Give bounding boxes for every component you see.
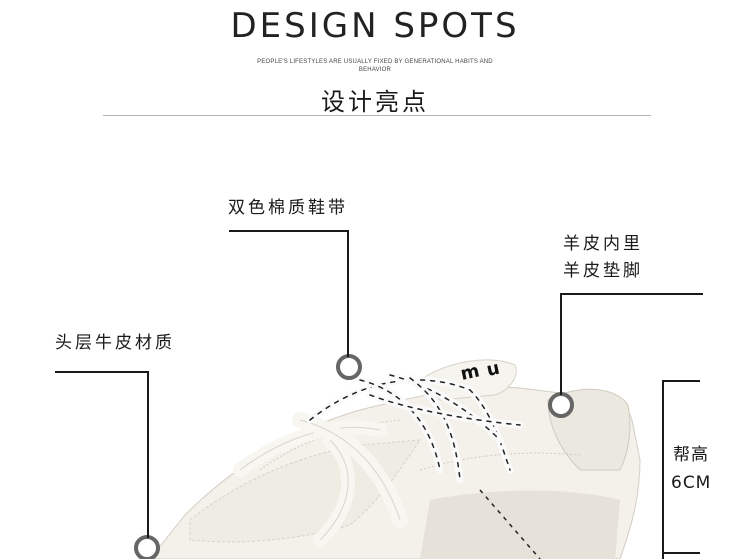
header-divider bbox=[103, 115, 651, 116]
leather-marker bbox=[134, 535, 160, 559]
leather-callout: 头层牛皮材质 bbox=[55, 333, 175, 353]
lining-marker bbox=[548, 392, 574, 418]
height-bracket-v bbox=[662, 380, 664, 559]
height-bracket-top bbox=[662, 380, 700, 382]
lining-callout-2: 羊皮垫脚 bbox=[563, 261, 643, 281]
svg-text:u: u bbox=[485, 358, 502, 381]
laces-callout: 双色棉质鞋带 bbox=[228, 198, 348, 218]
header-subtitle-line-1: PEOPLE'S LIFESTYLES ARE USUALLY FIXED BY… bbox=[257, 59, 493, 65]
laces-line-h bbox=[229, 230, 349, 232]
laces-line-v bbox=[347, 230, 349, 357]
lining-line-v bbox=[560, 293, 562, 395]
lining-line-h bbox=[560, 293, 703, 295]
header: DESIGN SPOTS PEOPLE'S LIFESTYLES ARE USU… bbox=[0, 0, 750, 130]
header-subtitle: PEOPLE'S LIFESTYLES ARE USUALLY FIXED BY… bbox=[0, 58, 750, 74]
lining-callout-1: 羊皮内里 bbox=[563, 234, 643, 254]
height-bracket-bottom bbox=[662, 552, 700, 554]
header-title-cn: 设计亮点 bbox=[321, 88, 429, 116]
tongue-logo: m bbox=[459, 360, 482, 384]
leather-line-h bbox=[55, 371, 149, 373]
leather-line-v bbox=[147, 371, 149, 538]
header-title: DESIGN SPOTS bbox=[230, 6, 520, 46]
laces-marker bbox=[336, 354, 362, 380]
height-callout-2: 6CM bbox=[671, 473, 712, 493]
header-subtitle-line-2: BEHAVIOR bbox=[358, 67, 392, 73]
height-callout-1: 帮高 bbox=[673, 445, 709, 465]
